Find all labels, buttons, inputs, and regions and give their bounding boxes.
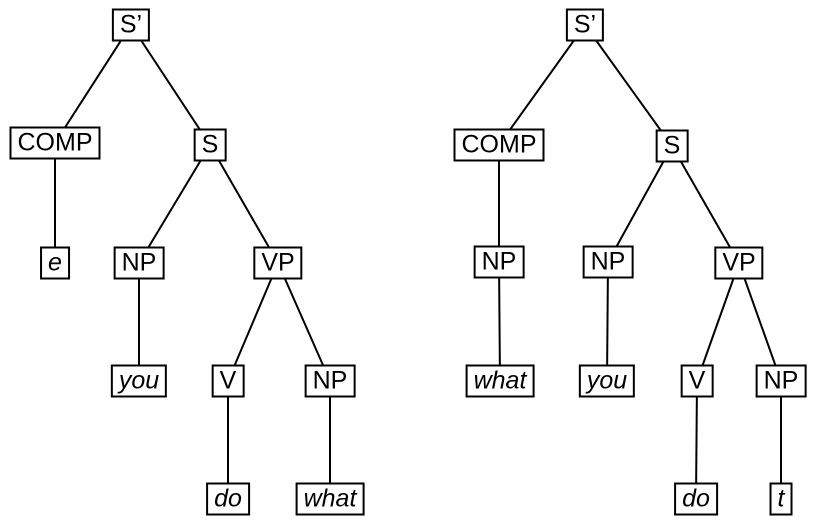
diagram-canvas: S’ COMP S e NP VP you V NP do what S’ CO… [9,8,807,516]
tree-edges [54,24,782,500]
